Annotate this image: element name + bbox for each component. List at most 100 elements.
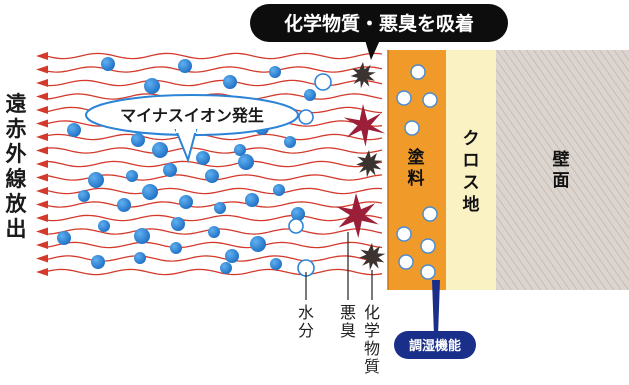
cloth-layer-label: クロス地 [461, 128, 481, 216]
absorbed-water-particle [422, 92, 438, 108]
far-infrared-label: 遠赤外線放出 [4, 92, 28, 242]
arrow-head-icon [36, 173, 48, 182]
wave-line [45, 66, 383, 73]
ion-particle [152, 142, 168, 158]
ion-particle [304, 89, 316, 101]
badge-background [394, 331, 476, 359]
ion-particle [250, 236, 266, 252]
bubble-text: マイナスイオン発生 [120, 106, 264, 125]
arrow-head-icon [36, 254, 48, 263]
ion-particle [214, 202, 226, 214]
chemical-particles [350, 62, 386, 271]
top-banner: 化学物質・悪臭を吸着 [250, 4, 508, 60]
water-particle [288, 218, 304, 234]
cloth-layer [446, 50, 496, 290]
odor-particles [335, 104, 386, 239]
arrow-head-icon [36, 241, 48, 249]
absorbed-water-particle [396, 90, 412, 106]
banner-text: 化学物質・悪臭を吸着 [284, 12, 474, 35]
ion-particle [142, 184, 158, 200]
arrow-head-icon [36, 79, 48, 87]
far-infrared-waves [36, 52, 383, 276]
ion-particle [101, 57, 115, 71]
ion-particle [270, 258, 282, 270]
ion-bubble: マイナスイオン発生 [85, 94, 299, 164]
absorbed-water-particle [396, 226, 412, 242]
ion-particle [208, 226, 220, 238]
arrow-head-icon [36, 187, 48, 195]
water-legend-label: 水分 [297, 304, 315, 340]
banner-background [250, 4, 508, 42]
wave-line [45, 187, 383, 195]
chemical-icon [359, 243, 386, 271]
ion-particle [269, 66, 281, 78]
ion-particle [144, 78, 160, 94]
negative-ions [57, 57, 316, 274]
water-particle [298, 109, 314, 125]
chemLabel-text: 化学物質 [363, 303, 380, 376]
ion-particle [117, 198, 131, 212]
badge-text: 調湿機能 [409, 338, 461, 354]
odor-icon [343, 104, 386, 147]
ion-particle [284, 136, 296, 148]
arrow-head-icon [36, 119, 48, 128]
clothLabel-text: クロス地 [462, 129, 480, 215]
leftLabel-text: 遠赤外線放出 [5, 92, 27, 241]
water-particles [288, 73, 332, 277]
absorbed-water-particle [404, 120, 420, 136]
ion-particle [205, 169, 219, 183]
ion-particle [98, 220, 110, 232]
wave-line [45, 201, 383, 208]
absorbed-water-particle [422, 206, 438, 222]
ion-particle [179, 195, 193, 209]
paintLabel-text: 塗料 [407, 148, 425, 189]
ion-particle [196, 151, 210, 165]
wall-layer-label: 壁面 [551, 150, 571, 192]
paint-water-particles [396, 64, 438, 280]
badge-pointer [432, 280, 440, 336]
wave-line [45, 133, 383, 141]
wave-line [45, 52, 383, 60]
arrow-head-icon [36, 146, 48, 155]
odor-icon [335, 193, 379, 239]
ion-particle [91, 255, 105, 269]
arrow-head-icon [36, 227, 48, 236]
arrow-head-icon [36, 92, 48, 101]
ion-particle [245, 193, 259, 207]
ion-particle [170, 242, 182, 254]
chemical-icon [356, 150, 383, 178]
ion-particle [78, 190, 90, 202]
chemical-legend-label: 化学物質 [363, 304, 381, 376]
ion-particle [291, 207, 305, 221]
paint-layer-label: 塗料 [406, 148, 426, 190]
banner-pointer [365, 40, 380, 60]
odorLabel-text: 悪臭 [339, 303, 356, 340]
absorbed-water-particle [410, 64, 426, 80]
arrow-head-icon [36, 160, 48, 168]
ion-particle [234, 144, 246, 156]
arrow-head-icon [36, 106, 48, 114]
ion-particle [171, 217, 185, 231]
arrow-head-icon [36, 200, 48, 209]
ion-particle [163, 163, 177, 177]
ion-particle [88, 172, 104, 188]
paint-layer [388, 50, 446, 290]
ion-particle [134, 228, 150, 244]
arrow-head-icon [36, 52, 48, 60]
arrow-head-icon [36, 214, 48, 222]
wall-layer [496, 50, 629, 290]
ion-particle [67, 123, 81, 137]
function-badge: 調湿機能 [394, 280, 476, 359]
water-particle [314, 73, 332, 91]
chemical-icon [350, 62, 376, 89]
waterLabel-text: 水分 [297, 303, 314, 340]
ion-particle [273, 184, 285, 196]
arrow-head-icon [36, 65, 48, 74]
bubble-tail [174, 129, 198, 164]
arrow-head-icon [36, 268, 48, 276]
ion-particle [225, 249, 239, 263]
ion-particle [131, 133, 145, 147]
ion-particle [220, 262, 232, 274]
wave-line [45, 147, 383, 154]
